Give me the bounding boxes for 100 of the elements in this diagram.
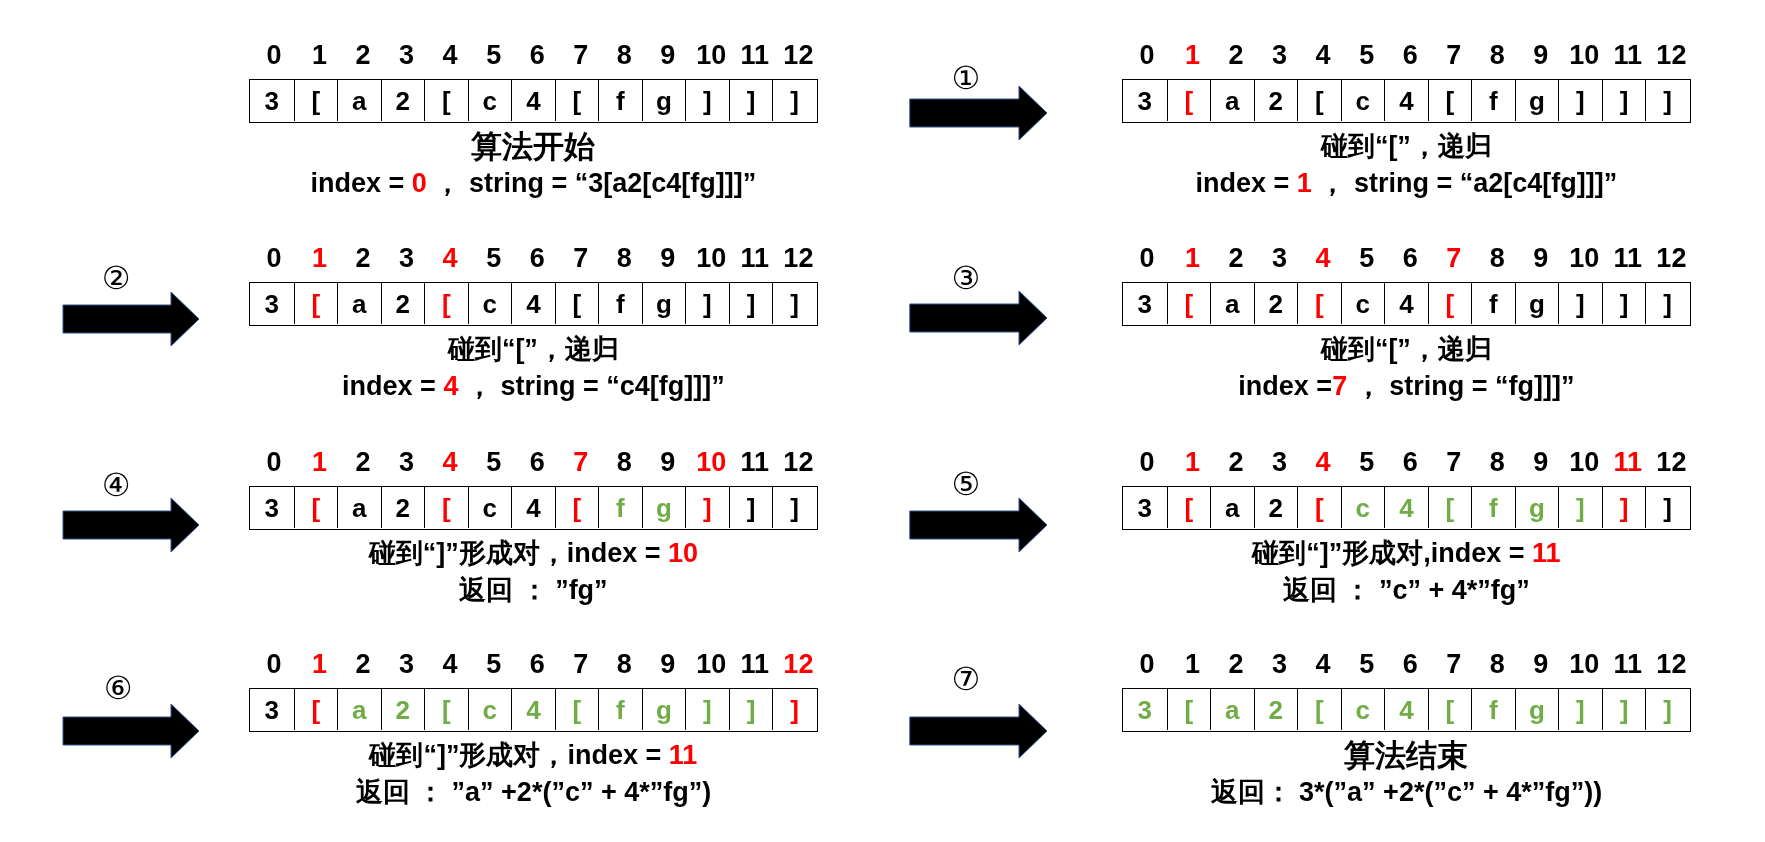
index-row-text: 0 1 2 3 4 5 6 7 8 9 10 11 12 bbox=[265, 649, 815, 679]
array-cell: g bbox=[1514, 689, 1559, 730]
arrow bbox=[62, 703, 200, 759]
step-number: ⑥ bbox=[103, 671, 133, 707]
array-box bbox=[249, 688, 818, 732]
index-row-text: 0 1 2 3 4 5 6 7 8 9 10 11 12 bbox=[1138, 447, 1688, 477]
arrow bbox=[62, 291, 200, 347]
array-cell: 2 bbox=[1253, 487, 1298, 528]
array-cell: 2 bbox=[1253, 283, 1298, 324]
arrow bbox=[909, 497, 1048, 553]
array-cell: f bbox=[1471, 80, 1515, 121]
array-cell: a bbox=[337, 80, 381, 121]
array-cell: [ bbox=[424, 487, 468, 528]
array-cell: [ bbox=[293, 689, 338, 730]
array-cell: [ bbox=[1297, 487, 1341, 528]
step-note: index = 0 ， string = “3[a2[c4[fg]]]” bbox=[310, 169, 757, 199]
array-cell: 4 bbox=[511, 80, 555, 121]
array-cell: c bbox=[1340, 689, 1385, 730]
array-cell: [ bbox=[1297, 689, 1341, 730]
array-cell: 2 bbox=[380, 80, 425, 121]
array-cell-text: 3 bbox=[263, 491, 280, 525]
array-cell: ] bbox=[772, 80, 816, 121]
array-cell: [ bbox=[293, 283, 338, 324]
array-cell: g bbox=[641, 80, 686, 121]
array-cell: 2 bbox=[380, 487, 425, 528]
step-number: ⑤ bbox=[951, 467, 981, 503]
step-number: ⑦ bbox=[951, 662, 981, 698]
array-cell: g bbox=[1514, 80, 1559, 121]
array-cell: [ bbox=[554, 80, 599, 121]
array-cell: 4 bbox=[1384, 487, 1428, 528]
step-number: ④ bbox=[101, 468, 131, 504]
index-row-text: 0 1 2 3 4 5 6 7 8 9 10 11 12 bbox=[1138, 649, 1688, 679]
array-cell: ] bbox=[1558, 283, 1602, 324]
step-note: 返回： 3*(”a” +2*(”c” + 4*”fg”)) bbox=[1210, 778, 1603, 808]
array-cell: [ bbox=[1166, 487, 1211, 528]
index-row-text: 0 1 2 3 4 5 6 7 8 9 10 11 12 bbox=[1138, 243, 1688, 273]
array-cell: ] bbox=[1601, 283, 1646, 324]
array-cell: [ bbox=[424, 689, 468, 730]
array-cell: ] bbox=[1645, 80, 1689, 121]
array-box bbox=[249, 282, 818, 326]
array-cell: ] bbox=[1645, 487, 1689, 528]
array-cell: [ bbox=[424, 283, 468, 324]
array-cell: 4 bbox=[1384, 283, 1428, 324]
array-cell-text: 3 bbox=[1136, 287, 1153, 321]
array-cell: ] bbox=[685, 487, 729, 528]
array-cell: ] bbox=[1558, 80, 1602, 121]
array-cell: g bbox=[1514, 487, 1559, 528]
array-cell: 2 bbox=[1253, 80, 1298, 121]
index-row-text: 0 1 2 3 4 5 6 7 8 9 10 11 12 bbox=[265, 243, 815, 273]
array-cell-text: 3 bbox=[1136, 84, 1153, 118]
array-cell: 4 bbox=[511, 689, 555, 730]
array-cell: [ bbox=[1166, 689, 1211, 730]
arrow bbox=[909, 85, 1048, 141]
step-note: index =7 ， string = “fg]]]” bbox=[1238, 372, 1575, 402]
step-note: 返回 ： ”fg” bbox=[459, 576, 608, 606]
step-note: 返回 ： ”a” +2*(”c” + 4*”fg”) bbox=[355, 778, 712, 808]
array-cell: c bbox=[467, 689, 512, 730]
index-row-text: 0 1 2 3 4 5 6 7 8 9 10 11 12 bbox=[265, 40, 815, 70]
step-number: ② bbox=[101, 261, 131, 297]
array-cell: [ bbox=[554, 283, 599, 324]
array-cell: g bbox=[641, 689, 686, 730]
array-cell: [ bbox=[1427, 283, 1472, 324]
array-cell: ] bbox=[1558, 487, 1602, 528]
array-cell: a bbox=[1210, 689, 1254, 730]
array-cell: [ bbox=[293, 80, 338, 121]
array-cell: ] bbox=[685, 80, 729, 121]
step-note: index = 1 ， string = “a2[c4[fg]]]” bbox=[1195, 169, 1618, 199]
array-cell: a bbox=[337, 487, 381, 528]
array-cell: c bbox=[1340, 487, 1385, 528]
array-cell: 2 bbox=[1253, 689, 1298, 730]
array-cell: ] bbox=[1645, 283, 1689, 324]
array-cell: [ bbox=[1427, 487, 1472, 528]
array-cell: [ bbox=[554, 487, 599, 528]
arrow bbox=[62, 497, 200, 553]
array-cell: 4 bbox=[511, 487, 555, 528]
step-note: 返回 ： ”c” + 4*”fg” bbox=[1283, 576, 1530, 606]
step-note: 算法结束 bbox=[1344, 738, 1469, 774]
array-box bbox=[1122, 79, 1691, 123]
array-cell: g bbox=[641, 283, 686, 324]
array-cell: ] bbox=[728, 487, 773, 528]
array-cell: a bbox=[337, 283, 381, 324]
array-cell: f bbox=[598, 80, 642, 121]
index-row-text: 0 1 2 3 4 5 6 7 8 9 10 11 12 bbox=[1138, 40, 1688, 70]
array-box bbox=[249, 486, 818, 530]
array-cell: [ bbox=[424, 80, 468, 121]
array-cell: ] bbox=[685, 689, 729, 730]
array-box bbox=[249, 79, 818, 123]
array-cell-text: 3 bbox=[1136, 693, 1153, 727]
array-cell: f bbox=[598, 689, 642, 730]
array-cell-text: 3 bbox=[263, 287, 280, 321]
step-note: 碰到“[”，递归 bbox=[1320, 335, 1492, 365]
array-cell: g bbox=[1514, 283, 1559, 324]
step-note: 碰到“]”形成对,index = 11 bbox=[1252, 539, 1561, 569]
array-cell: ] bbox=[728, 689, 773, 730]
array-cell: a bbox=[1210, 80, 1254, 121]
step-note: 算法开始 bbox=[471, 129, 596, 165]
array-cell: [ bbox=[1427, 689, 1472, 730]
array-cell: [ bbox=[1427, 80, 1472, 121]
array-cell: f bbox=[1471, 283, 1515, 324]
array-cell: ] bbox=[772, 283, 816, 324]
